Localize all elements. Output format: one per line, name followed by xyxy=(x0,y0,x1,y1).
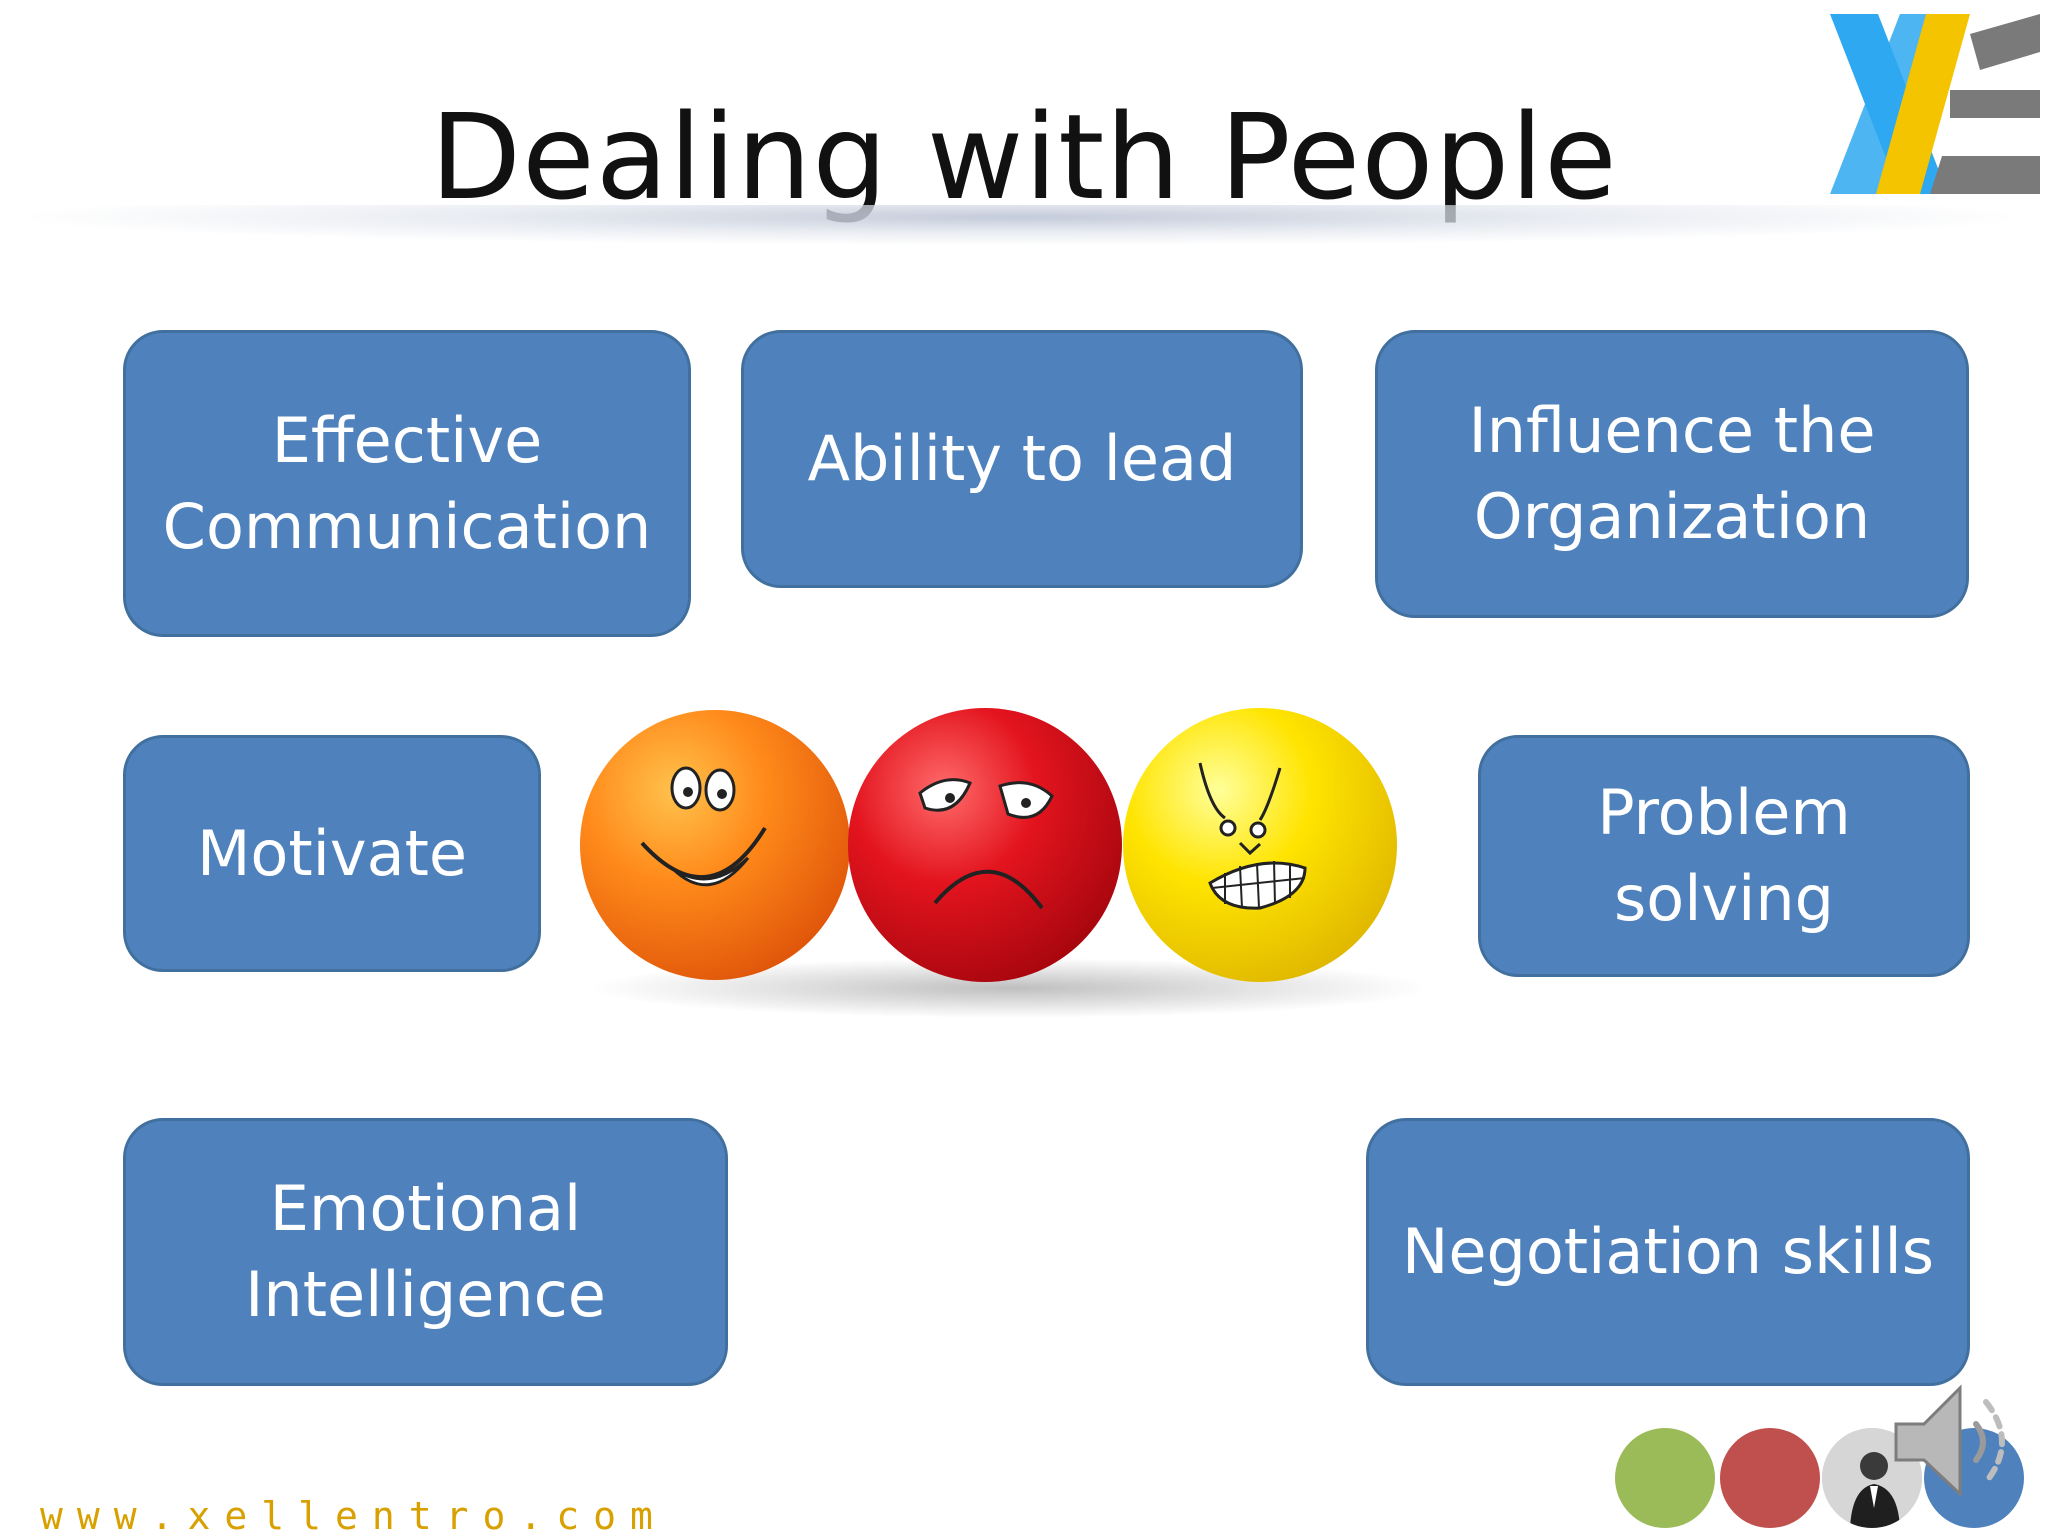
red-circle xyxy=(1720,1428,1820,1528)
influence-organization-label: Influence the Organization xyxy=(1468,394,1876,553)
emotional-intelligence-box: Emotional Intelligence xyxy=(123,1118,728,1386)
influence-organization-box: Influence the Organization xyxy=(1375,330,1969,618)
stress-balls-image xyxy=(580,708,1430,1018)
effective-communication-box: Effective Communication xyxy=(123,330,691,637)
problem-solving-label: Problem solving xyxy=(1597,776,1851,935)
speaker-icon[interactable] xyxy=(1886,1376,2026,1506)
footer-url[interactable]: www.xellentro.com xyxy=(40,1494,667,1538)
slide-title: Dealing with People xyxy=(430,88,1618,226)
motivate-label: Motivate xyxy=(196,816,468,890)
problem-solving-box: Problem solving xyxy=(1478,735,1970,977)
title-divider xyxy=(30,205,2010,245)
xellentro-logo-icon xyxy=(1830,14,2040,194)
red-ball xyxy=(848,708,1122,982)
emotional-intelligence-label: Emotional Intelligence xyxy=(245,1172,606,1331)
negotiation-skills-label: Negotiation skills xyxy=(1402,1215,1934,1288)
effective-communication-label: Effective Communication xyxy=(162,403,652,563)
green-circle xyxy=(1615,1428,1715,1528)
orange-ball xyxy=(580,710,850,980)
negotiation-skills-box: Negotiation skills xyxy=(1366,1118,1970,1386)
ability-to-lead-label: Ability to lead xyxy=(807,422,1237,495)
ability-to-lead-box: Ability to lead xyxy=(741,330,1303,588)
motivate-box: Motivate xyxy=(123,735,541,972)
